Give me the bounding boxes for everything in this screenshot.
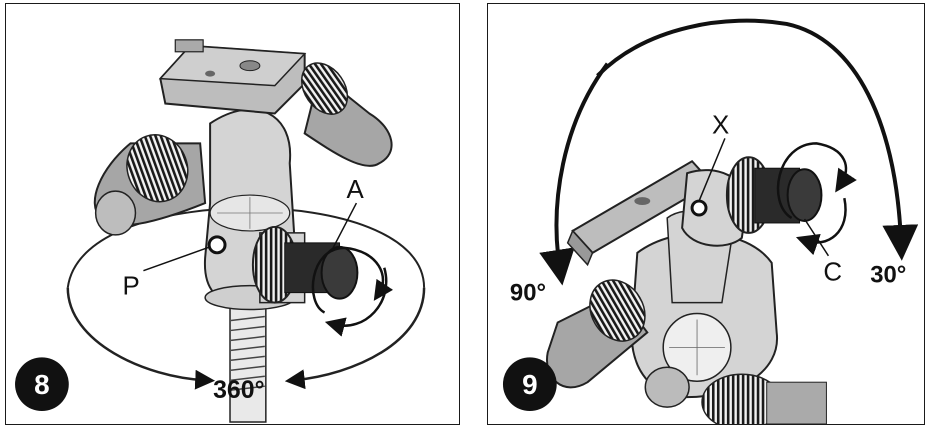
- locking-knob-c: [786, 168, 823, 222]
- pan-rotation-illustration: A P 360° 8: [15, 39, 426, 423]
- pan-lock-button: [207, 235, 227, 255]
- tripod-head-body: [630, 232, 778, 408]
- rotation-angle-label: 360°: [213, 376, 264, 404]
- tilt-knob-assembly: [681, 142, 857, 256]
- tilt-handle-upper: [300, 62, 393, 167]
- tilt-back-angle-label: 30°: [870, 262, 906, 289]
- grip-lower: [701, 373, 827, 424]
- callout-p: P: [123, 273, 140, 301]
- step-badge: 9: [502, 357, 557, 412]
- step-number: 8: [34, 369, 50, 400]
- tilt-handle-left: [93, 134, 207, 236]
- tripod-column: [229, 301, 267, 423]
- callout-c: C: [823, 259, 842, 287]
- quick-release-plate: [158, 39, 307, 115]
- callout-x: X: [712, 111, 729, 139]
- step-number: 9: [522, 369, 538, 400]
- callout-a: A: [346, 176, 364, 204]
- step-8-panel: A P 360° 8: [5, 3, 460, 425]
- pan-handle: [251, 225, 394, 337]
- tilt-forward-angle-label: 90°: [510, 280, 546, 307]
- locking-knob-a: [320, 245, 359, 300]
- tilt-handle-left: [545, 279, 649, 389]
- step-9-panel: X C 90° 30° 9: [487, 3, 925, 425]
- tilt-illustration: X C 90° 30° 9: [502, 18, 919, 424]
- step-badge: 8: [15, 357, 69, 412]
- tilt-lock-button: [690, 199, 708, 217]
